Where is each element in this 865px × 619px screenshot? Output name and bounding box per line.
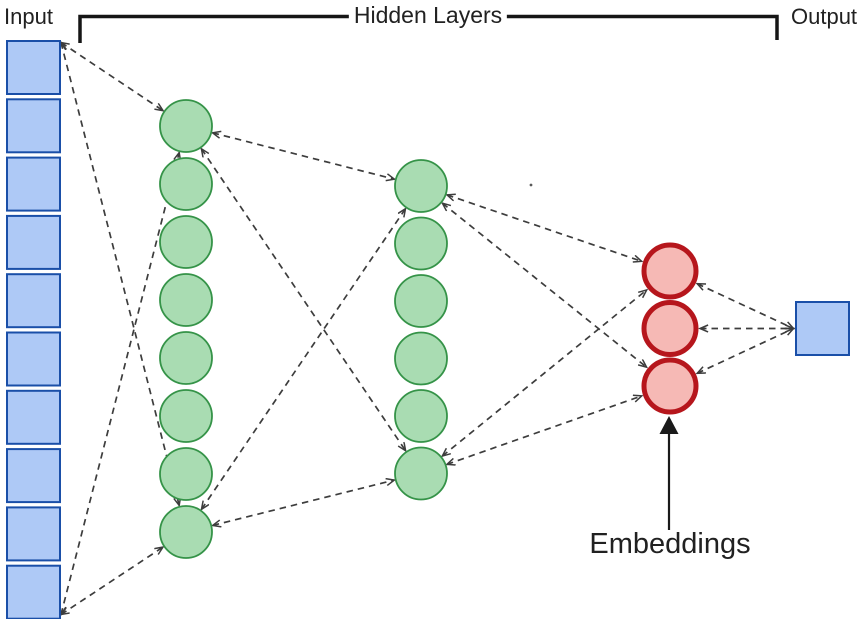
connector-line [201, 149, 405, 451]
connector-line [202, 209, 406, 510]
embeddings-arrow [659, 416, 679, 530]
hidden2-node [394, 274, 448, 328]
input-node [6, 214, 61, 270]
connector-line [697, 284, 793, 329]
embedding-node [641, 300, 699, 357]
embeddings-arrowhead-icon [659, 416, 679, 434]
input-node [6, 448, 61, 504]
hidden1-node [159, 273, 213, 327]
output-node [795, 301, 850, 356]
input-node [6, 273, 61, 329]
connector-line [442, 203, 646, 367]
embeddings-label: Embeddings [589, 528, 751, 560]
hidden1-node [159, 331, 213, 385]
connector-line [447, 195, 642, 261]
input-node [6, 506, 61, 562]
embedding-node [641, 242, 699, 300]
connector-line [442, 290, 646, 456]
input-node [6, 389, 61, 445]
connector-line [213, 133, 395, 179]
input-node [6, 156, 61, 212]
output-label: Output [791, 4, 858, 29]
connector-line [61, 43, 179, 506]
embedding-node [641, 357, 699, 415]
connector-group [61, 43, 794, 615]
hidden1-node [159, 215, 213, 269]
hidden2-node [394, 446, 448, 501]
hidden2-node [394, 159, 448, 213]
hidden-layers-label: Hidden Layers [348, 2, 508, 29]
connector-line [447, 396, 642, 465]
hidden1-node [159, 99, 213, 153]
hidden1-node [159, 447, 213, 501]
connector-line [61, 153, 179, 615]
input-node [6, 331, 61, 387]
stray-mark [529, 183, 533, 187]
input-node [6, 98, 61, 154]
hidden2-node [394, 331, 448, 386]
input-node [6, 564, 61, 619]
connector-line [697, 329, 793, 374]
node-group [6, 40, 850, 619]
hidden2-node [394, 389, 448, 443]
hidden1-node [159, 389, 213, 443]
connector-line [61, 547, 163, 614]
input-label: Input [4, 4, 53, 29]
connector-line [213, 480, 395, 525]
hidden2-node [394, 216, 448, 271]
input-node [6, 40, 61, 95]
hidden1-node [159, 157, 213, 211]
hidden1-node [159, 505, 213, 559]
